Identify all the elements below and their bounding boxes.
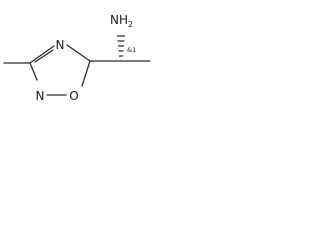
bond-c3-n4-inner: [34, 49, 54, 63]
atom-label-amine-h-count: 2: [128, 20, 133, 29]
bond-c5-o1: [81, 60, 91, 87]
amine-label: N H 2: [110, 13, 133, 29]
bond-n4-c5: [66, 44, 91, 62]
atom-label-n2: N: [36, 89, 45, 103]
atom-label-amine-h: H: [119, 13, 128, 27]
bond-c3-n2: [29, 62, 38, 81]
atom-label-amine-n: N: [110, 13, 119, 27]
molecule-structure: N N O N H 2 &1: [3, 13, 151, 103]
atom-label-o1: O: [69, 89, 78, 103]
atom-label-n4: N: [56, 38, 65, 52]
hashed-wedge-bond: [116, 35, 126, 57]
bond-c3-n4: [29, 45, 55, 64]
stereo-annotation: &1: [127, 46, 136, 54]
